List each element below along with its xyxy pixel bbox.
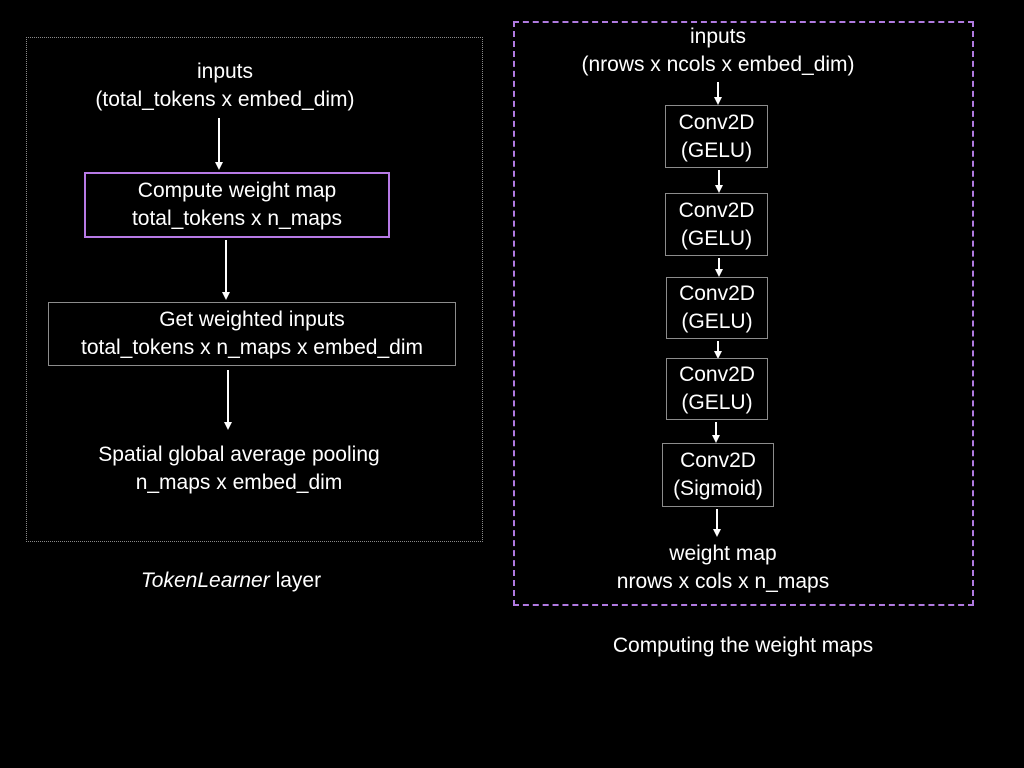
conv2d-block-1: Conv2D (GELU): [665, 105, 768, 168]
compute-weight-map-box: Compute weight map total_tokens x n_maps: [84, 172, 390, 238]
left-inputs-shape: (total_tokens x embed_dim): [95, 88, 355, 111]
compute-weight-map-title: Compute weight map: [137, 179, 337, 202]
weight-map-output-title: weight map: [669, 542, 777, 565]
tokenlearner-caption-rest: layer: [269, 569, 322, 592]
pooling-shape: n_maps x embed_dim: [135, 471, 343, 494]
conv2d-block-4-activation: (GELU): [681, 391, 753, 414]
tokenlearner-caption-italic: TokenLearner: [140, 569, 270, 592]
tokenlearner-caption: TokenLearner layer: [90, 567, 372, 595]
pooling-title: Spatial global average pooling: [98, 443, 380, 466]
weight-map-output-label: weight map nrows x cols x n_maps: [583, 540, 863, 596]
left-inputs-title: inputs: [196, 60, 254, 83]
conv2d-block-4: Conv2D (GELU): [666, 358, 768, 420]
left-inputs-label: inputs (total_tokens x embed_dim): [60, 58, 390, 114]
weight-map-output-shape: nrows x cols x n_maps: [616, 570, 830, 593]
compute-weight-map-shape: total_tokens x n_maps: [131, 207, 343, 230]
conv2d-block-2: Conv2D (GELU): [665, 193, 768, 256]
conv2d-block-1-activation: (GELU): [680, 138, 753, 162]
conv2d-block-5: Conv2D (Sigmoid): [662, 443, 774, 507]
weighted-inputs-title: Get weighted inputs: [159, 308, 345, 331]
conv2d-block-5-name: Conv2D: [680, 449, 756, 472]
weight-maps-caption: Computing the weight maps: [612, 634, 874, 657]
weighted-inputs-shape: total_tokens x n_maps x embed_dim: [80, 336, 424, 359]
tokenlearner-layer-panel: [26, 37, 483, 542]
weight-maps-panel: [513, 21, 974, 606]
right-inputs-label: inputs (nrows x ncols x embed_dim): [543, 23, 893, 79]
conv2d-block-2-name: Conv2D: [678, 198, 755, 222]
right-inputs-title: inputs: [689, 25, 747, 48]
conv2d-block-5-activation: (Sigmoid): [673, 477, 763, 500]
conv2d-block-3-activation: (GELU): [681, 310, 753, 333]
right-inputs-shape: (nrows x ncols x embed_dim): [581, 53, 855, 76]
conv2d-block-2-activation: (GELU): [680, 226, 753, 250]
conv2d-block-1-name: Conv2D: [678, 110, 755, 134]
conv2d-block-3-name: Conv2D: [679, 282, 755, 305]
conv2d-block-4-name: Conv2D: [679, 363, 755, 386]
conv2d-block-3: Conv2D (GELU): [666, 277, 768, 339]
weighted-inputs-box: Get weighted inputs total_tokens x n_map…: [48, 302, 456, 366]
pooling-label: Spatial global average pooling n_maps x …: [50, 441, 428, 497]
